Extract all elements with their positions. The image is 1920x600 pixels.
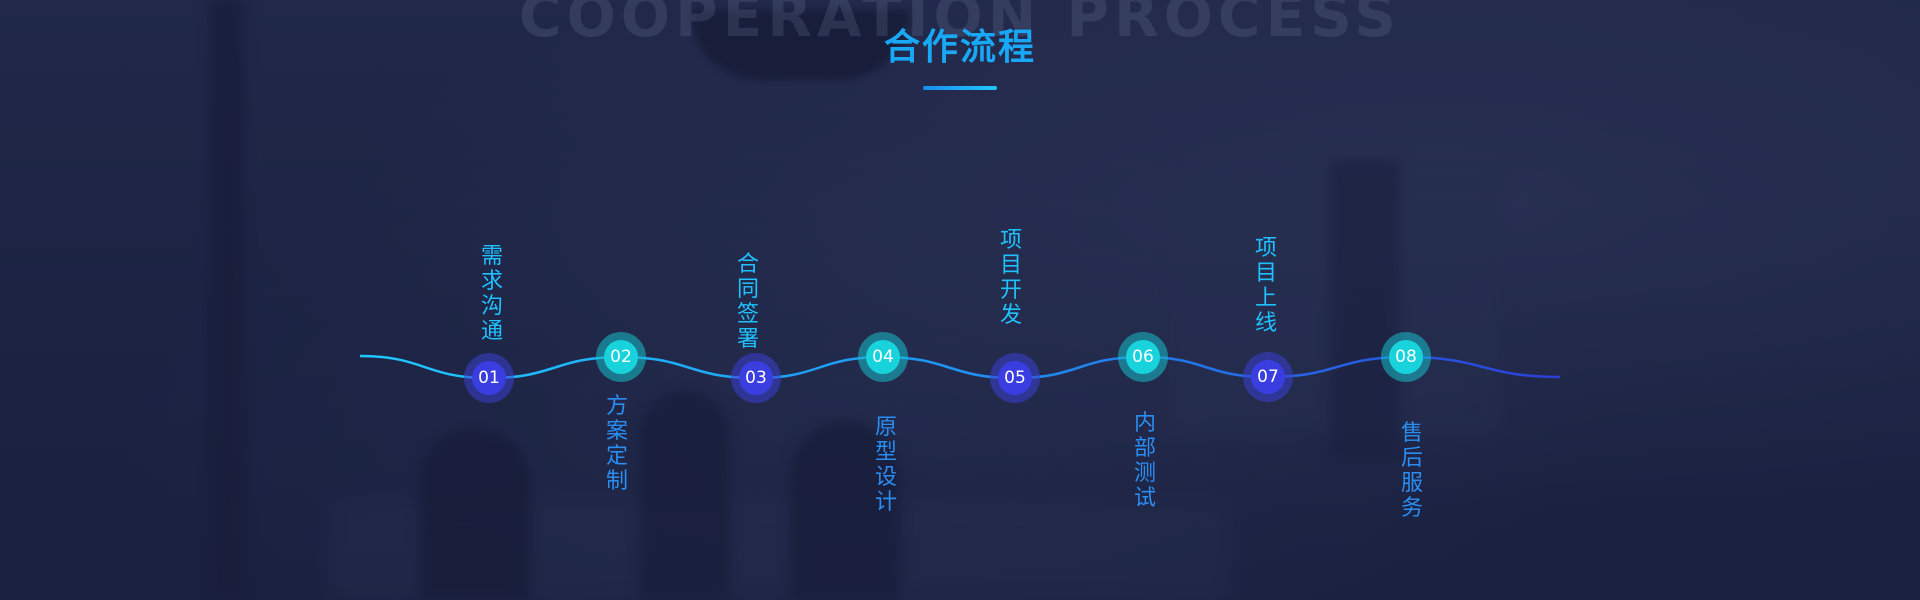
section-title: 合作流程 <box>883 27 1036 68</box>
step-node-06[interactable]: 06 <box>1118 332 1168 382</box>
step-node-03[interactable]: 03 <box>731 353 781 403</box>
section-title-english: COOPERATION PROCESS <box>518 0 1402 50</box>
title-underline <box>923 86 997 90</box>
step-number: 02 <box>604 340 638 374</box>
step-node-08[interactable]: 08 <box>1381 332 1431 382</box>
step-label-04: 原型设计 <box>874 415 897 515</box>
step-number: 05 <box>998 361 1032 395</box>
step-label-05: 项目开发 <box>999 228 1022 328</box>
step-label-01: 需求沟通 <box>480 244 503 344</box>
step-node-04[interactable]: 04 <box>858 332 908 382</box>
step-label-06: 内部测试 <box>1133 411 1156 511</box>
step-node-05[interactable]: 05 <box>990 353 1040 403</box>
step-label-02: 方案定制 <box>605 394 628 494</box>
step-number: 08 <box>1389 340 1423 374</box>
step-node-01[interactable]: 01 <box>464 353 514 403</box>
background-photo-person <box>420 430 530 600</box>
step-node-02[interactable]: 02 <box>596 332 646 382</box>
background-photo-person <box>640 390 730 600</box>
step-label-08: 售后服务 <box>1400 421 1423 521</box>
background-photo-pole <box>210 0 244 600</box>
step-number: 03 <box>739 361 773 395</box>
step-number: 01 <box>472 361 506 395</box>
background-photo-person <box>790 420 900 600</box>
step-label-03: 合同签署 <box>736 252 759 352</box>
step-label-07: 项目上线 <box>1254 236 1277 336</box>
step-number: 04 <box>866 340 900 374</box>
step-node-07[interactable]: 07 <box>1243 352 1293 402</box>
step-number: 07 <box>1251 360 1285 394</box>
background-photo-lamp <box>690 10 910 80</box>
background-photo-frame <box>1330 160 1400 460</box>
step-number: 06 <box>1126 340 1160 374</box>
